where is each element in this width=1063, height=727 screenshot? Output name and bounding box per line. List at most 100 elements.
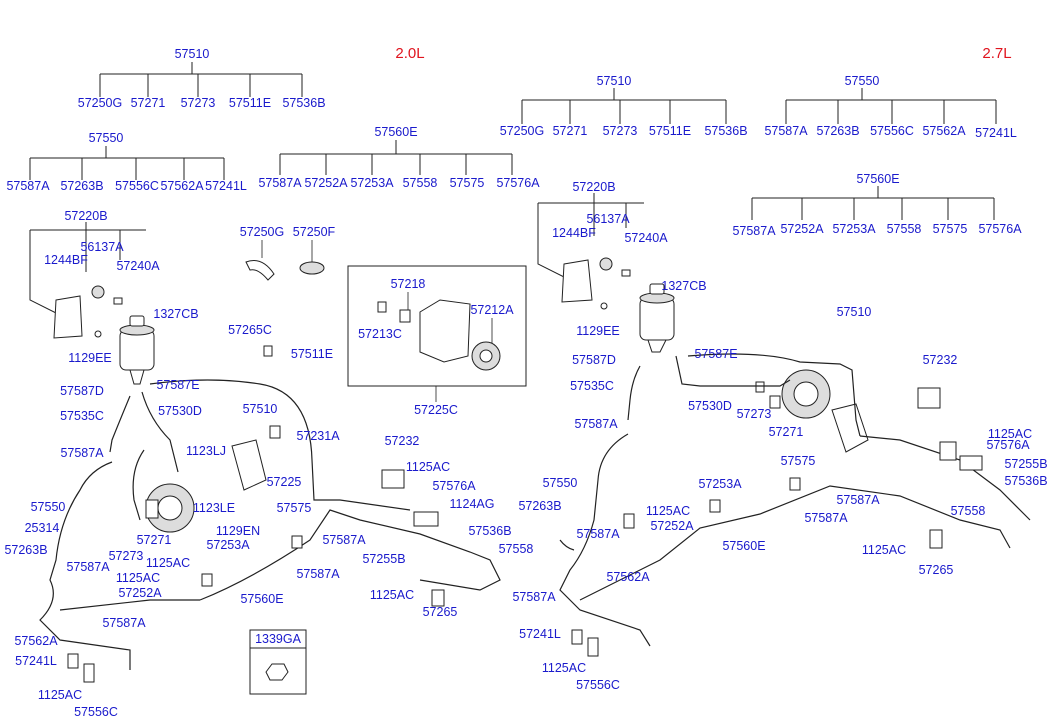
clip-icon [269, 425, 281, 439]
tree-root: 57510 [175, 47, 210, 61]
left-callout-57265: 57265 [423, 605, 458, 619]
left-callout-57250f: 57250F [293, 225, 336, 239]
left-callout-57560e: 57560E [240, 592, 283, 606]
tree-child: 57271 [131, 96, 166, 110]
reservoir-icon [639, 297, 675, 341]
bolt-icon [377, 301, 387, 313]
left-callout-57263b: 57263B [4, 543, 47, 557]
legend-box: 1339GA [249, 629, 307, 695]
grommet-icon [299, 261, 325, 275]
tree-child: 57587A [6, 179, 50, 193]
tree-child: 57252A [780, 222, 824, 236]
clip-icon [709, 499, 721, 513]
right-callout-1125ac: 1125AC [862, 543, 906, 557]
clip-icon [291, 535, 303, 549]
tree-left-57550: 57550 57587A 57263B 57556C 57562A 57241L [6, 131, 246, 193]
left-callout-57536b: 57536B [468, 524, 511, 538]
right-callout-57265: 57265 [919, 563, 954, 577]
tree-right-57220B: 57220B 1244BF 56137A 57240A [537, 180, 668, 285]
tree-child: 57587A [764, 124, 808, 138]
tree-child: 57263B [816, 124, 859, 138]
tree-root: 57560E [856, 172, 899, 186]
clip-icon [587, 637, 599, 657]
tree-root: 57560E [374, 125, 417, 139]
right-callout-57587a: 57587A [804, 511, 848, 525]
tree-right-57510: 57510 57250G 57271 57273 57511E 57536B [500, 74, 748, 138]
tree-child: 57536B [282, 96, 325, 110]
left-callout-57587a: 57587A [66, 560, 110, 574]
left-callout-57535c: 57535C [60, 409, 104, 423]
right-callout-57556c: 57556C [576, 678, 620, 692]
left-callout-1129ee: 1129EE [68, 351, 112, 365]
right-callout-57587a: 57587A [512, 590, 556, 604]
tree-left-57220B: 57220B 1244BF 56137A 57240A [29, 209, 160, 321]
clip-icon [789, 477, 801, 491]
left-callout-57575: 57575 [277, 501, 312, 515]
tree-child: 57558 [403, 176, 438, 190]
right-callout-1327cb: 1327CB [661, 279, 706, 293]
right-callout-57510: 57510 [837, 305, 872, 319]
tree-child: 57587A [258, 176, 302, 190]
left-callout-57253a: 57253A [206, 538, 250, 552]
clip-icon [413, 511, 439, 527]
left-callout-57562a: 57562A [14, 634, 58, 648]
left-callout-57255b: 57255B [362, 552, 405, 566]
tree-child: 57250G [78, 96, 122, 110]
tree-child: 57253A [832, 222, 876, 236]
pump-kit-title: 57225C [414, 403, 458, 417]
tree-child: 56137A [80, 240, 124, 254]
tree-child: 57576A [496, 176, 540, 190]
tree-child: 57536B [704, 124, 747, 138]
tree-child: 57273 [603, 124, 638, 138]
engine-label-right: 2.7L [982, 45, 1011, 62]
left-callout-1129en: 1129EN [216, 524, 260, 538]
left-callout-1327cb: 1327CB [153, 307, 198, 321]
pump-kit-item: 57212A [470, 303, 514, 317]
tree-child: 57252A [304, 176, 348, 190]
left-callout-57252a: 57252A [118, 586, 162, 600]
tree-child: 1244BF [44, 253, 88, 267]
reservoir-icon [119, 329, 155, 371]
pump-kit-item: 57213C [358, 327, 402, 341]
left-callout-57576a: 57576A [432, 479, 476, 493]
left-callout-57587d: 57587D [60, 384, 104, 398]
right-callout-57587e: 57587E [694, 347, 737, 361]
left-callout-25314: 25314 [25, 521, 60, 535]
tree-child: 57556C [870, 124, 914, 138]
right-callout-57562a: 57562A [606, 570, 650, 584]
left-callout-1123lj: 1123LJ [186, 444, 226, 458]
tree-child: 57587A [732, 224, 776, 238]
right-callout-57558: 57558 [951, 504, 986, 518]
left-callout-57558: 57558 [499, 542, 534, 556]
clip-icon [917, 387, 941, 409]
legend-label: 1339GA [255, 632, 302, 646]
tree-child: 56137A [586, 212, 630, 226]
left-callout-1125ac: 1125AC [146, 556, 190, 570]
right-callout-57252a: 57252A [650, 519, 694, 533]
left-callout-57587a: 57587A [322, 533, 366, 547]
clip-icon [929, 529, 943, 549]
tree-child: 57241L [205, 179, 247, 193]
tree-child: 57253A [350, 176, 394, 190]
right-callout-57550: 57550 [543, 476, 578, 490]
left-callout-57556c: 57556C [74, 705, 118, 719]
tree-child: 57240A [116, 259, 160, 273]
tree-child: 57511E [229, 96, 271, 110]
tree-right-57550: 57550 57587A 57263B 57556C 57562A 57241L [764, 74, 1016, 140]
clamp-icon [245, 260, 275, 281]
left-callout-57232: 57232 [385, 434, 420, 448]
left-callout-57273: 57273 [109, 549, 144, 563]
clip-icon [431, 589, 445, 607]
left-callout-57241l: 57241L [15, 654, 57, 668]
right-callout-57560e: 57560E [722, 539, 765, 553]
seal-icon [399, 309, 411, 323]
left-callout-1125ac: 1125AC [406, 460, 450, 474]
right-callout-1125ac: 1125AC [542, 661, 586, 675]
tree-child: 57562A [922, 124, 966, 138]
right-callout-57587d: 57587D [572, 353, 616, 367]
pump-bracket-icon [231, 439, 267, 491]
tree-child: 57575 [933, 222, 968, 236]
